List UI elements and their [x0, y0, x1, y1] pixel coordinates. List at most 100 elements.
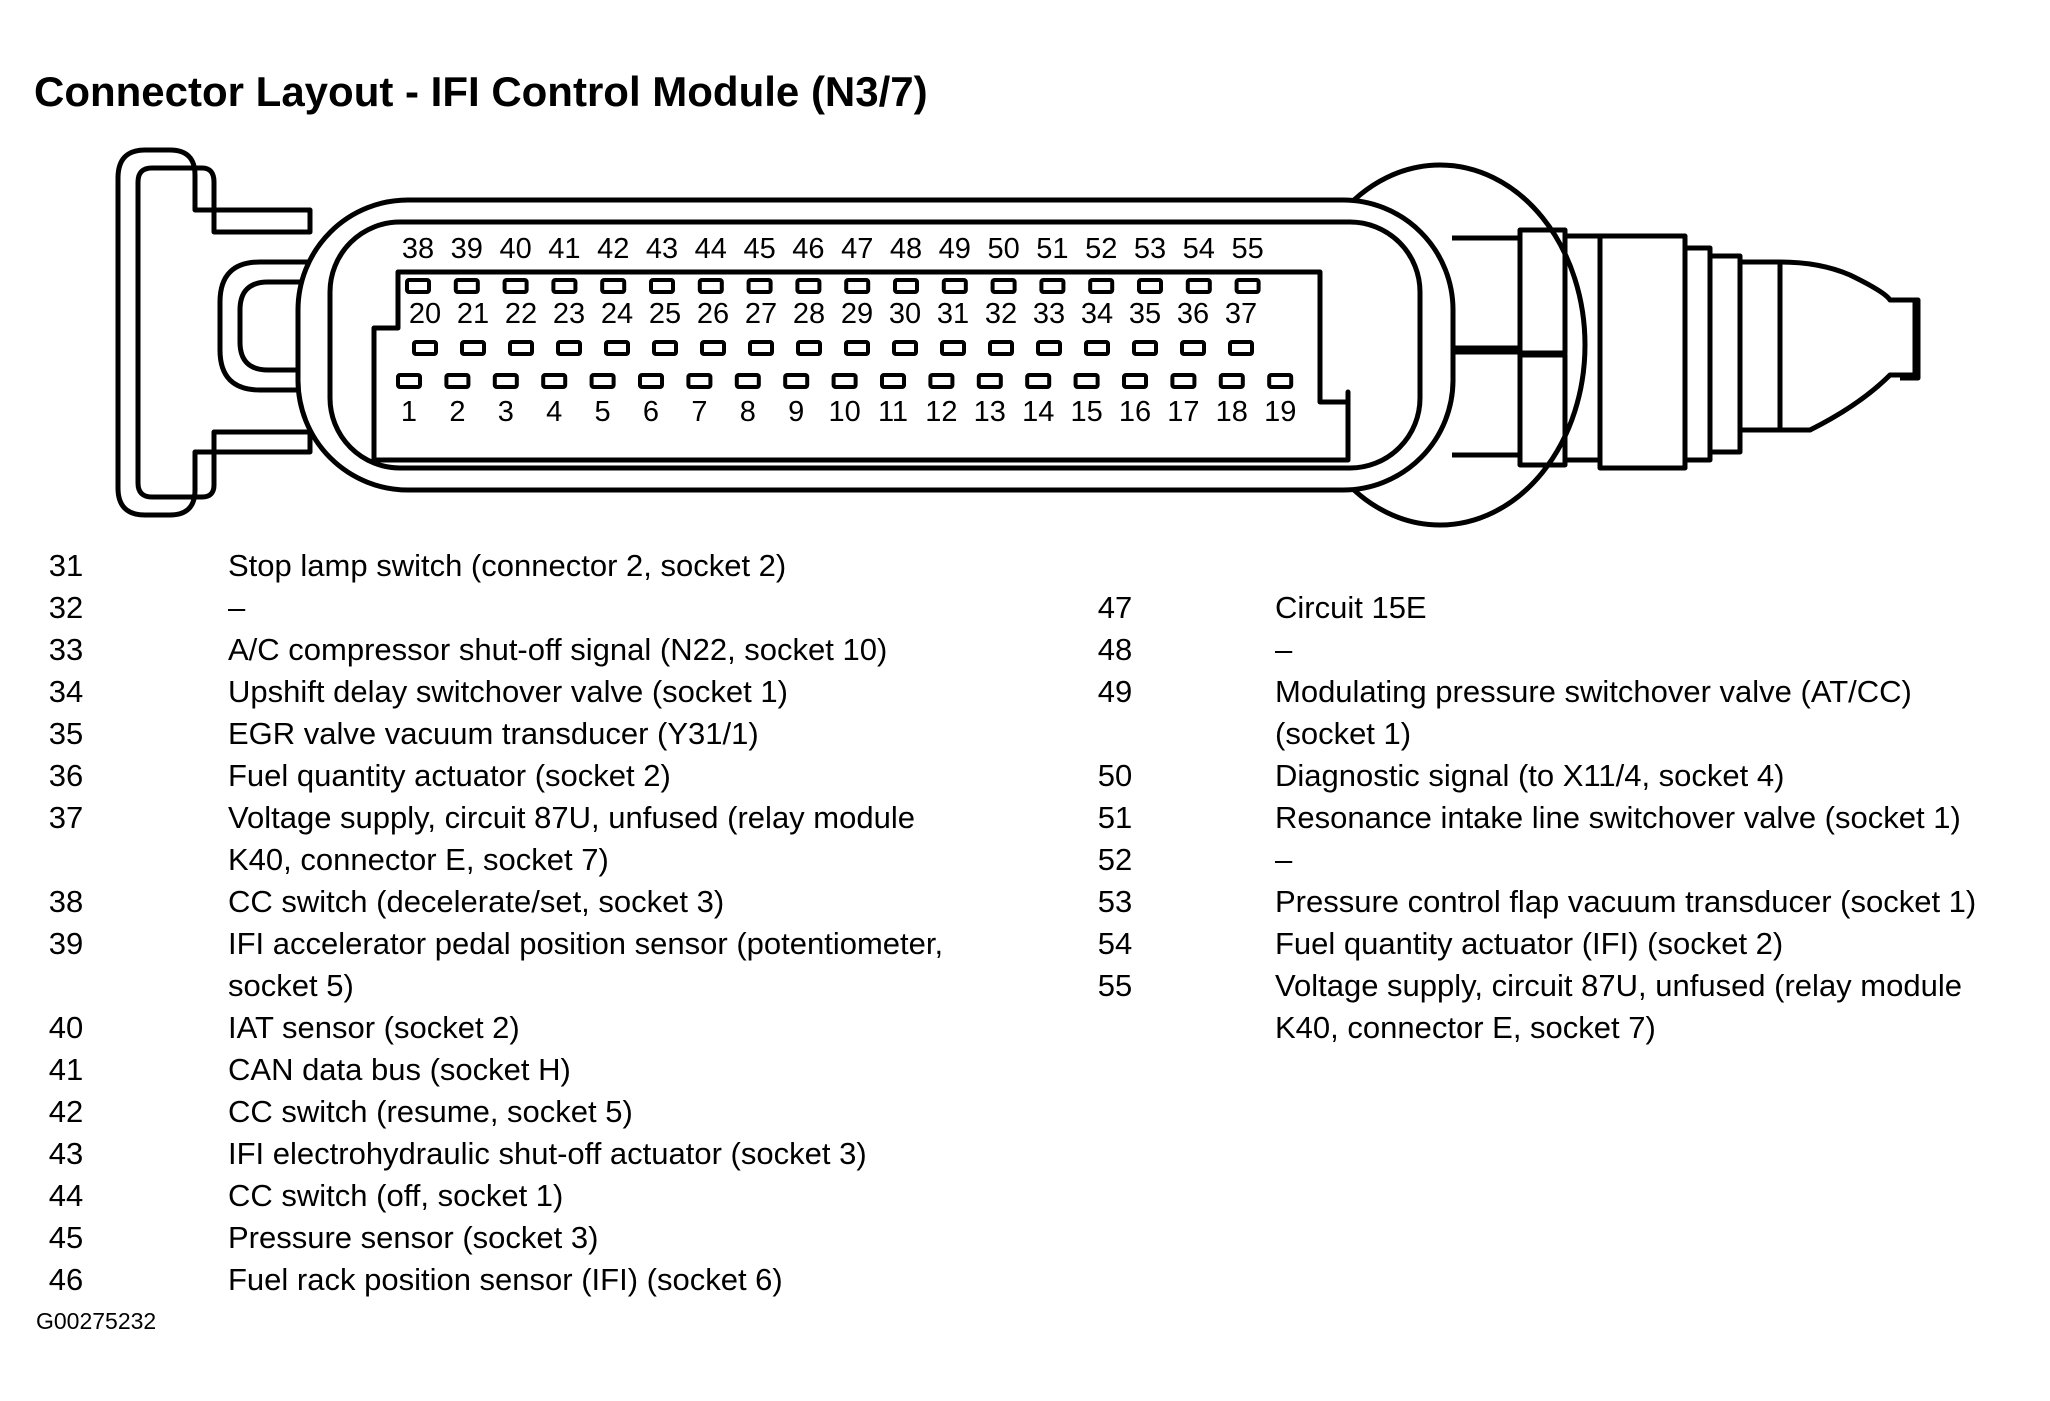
connector-face: [327, 219, 1423, 471]
pin-number-35: 35: [1129, 298, 1161, 330]
pin-number-3: 3: [498, 396, 514, 428]
pin-number-16: 16: [1119, 396, 1151, 428]
legend-row: 37 Voltage supply, circuit 87U, unfused (…: [36, 797, 1036, 881]
pin-slot-43: [649, 278, 675, 294]
pin-number-48: 48: [890, 233, 922, 265]
pin-number-18: 18: [1216, 396, 1248, 428]
legend-pin-number: 33: [48, 632, 84, 667]
pin-slots: [396, 278, 1294, 389]
legend-pin-number: 47: [1097, 590, 1133, 625]
pin-slot-2: [444, 373, 471, 389]
pin-slot-26: [700, 340, 726, 356]
pin-number-55: 55: [1231, 233, 1263, 265]
legend-description: Modulating pressure switchover valve (AT…: [1275, 674, 1912, 751]
page-title: Connector Layout - IFI Control Module (N…: [34, 68, 928, 115]
pin-slot-21: [460, 340, 486, 356]
pin-number-42: 42: [597, 233, 629, 265]
legend-pin-number: 45: [48, 1220, 84, 1255]
pin-slot-25: [652, 340, 678, 356]
pin-slot-9: [783, 373, 810, 389]
pin-number-26: 26: [697, 298, 729, 330]
connector-clip: [115, 147, 313, 518]
legend-pin-number: 49: [1097, 674, 1133, 709]
pin-number-41: 41: [548, 233, 580, 265]
legend-pin-number: 44: [48, 1178, 84, 1213]
pin-slot-5: [589, 373, 616, 389]
connector-latch: [217, 259, 310, 393]
legend-pin-number: 52: [1097, 842, 1133, 877]
pin-number-8: 8: [740, 396, 756, 428]
pin-number-32: 32: [985, 298, 1017, 330]
pin-number-45: 45: [743, 233, 775, 265]
pin-slot-35: [1132, 340, 1158, 356]
legend-pin-number: 34: [48, 674, 84, 709]
legend-description: Fuel quantity actuator (socket 2): [228, 758, 671, 793]
pin-number-21: 21: [457, 298, 489, 330]
pin-number-54: 54: [1183, 233, 1215, 265]
pin-number-43: 43: [646, 233, 678, 265]
legend-description: Fuel rack position sensor (IFI) (socket …: [228, 1262, 783, 1297]
pin-number-28: 28: [793, 298, 825, 330]
pin-slot-20: [412, 340, 438, 356]
pin-number-22: 22: [505, 298, 537, 330]
legend-pin-number: 42: [48, 1094, 84, 1129]
pin-slot-49: [941, 278, 968, 294]
connector-cable: [1597, 233, 1688, 471]
pin-number-20: 20: [409, 298, 441, 330]
legend-pin-number: 37: [48, 800, 84, 835]
pin-slot-46: [795, 278, 822, 294]
pin-slot-45: [746, 278, 773, 294]
pin-number-46: 46: [792, 233, 824, 265]
legend-pin-number: 35: [48, 716, 84, 751]
legend-pin-number: 55: [1097, 968, 1133, 1003]
pin-slot-8: [734, 373, 761, 389]
pin-slot-40: [502, 278, 529, 294]
pin-number-11: 11: [878, 396, 908, 428]
legend-description: IAT sensor (socket 2): [228, 1010, 520, 1045]
pin-slot-51: [1039, 278, 1066, 294]
legend-description: EGR valve vacuum transducer (Y31/1): [228, 716, 759, 751]
legend-description: Resonance intake line switchover valve (…: [1275, 800, 1961, 835]
legend-description: Voltage supply, circuit 87U, unfused (re…: [228, 800, 915, 877]
pin-slot-36: [1180, 340, 1206, 356]
pin-number-52: 52: [1085, 233, 1117, 265]
pin-slot-33: [1036, 340, 1062, 356]
pin-slot-38: [405, 278, 431, 294]
pin-number-49: 49: [939, 233, 971, 265]
legend-pin-number: 38: [48, 884, 84, 919]
legend-description: Fuel quantity actuator (IFI) (socket 2): [1275, 926, 1784, 961]
legend-pin-number: 41: [48, 1052, 84, 1087]
legend-row: 44 CC switch (off, socket 1): [36, 1175, 1036, 1217]
legend-description: Diagnostic signal (to X11/4, socket 4): [1275, 758, 1785, 793]
pin-slot-52: [1088, 278, 1115, 294]
pin-number-6: 6: [643, 396, 659, 428]
pin-number-50: 50: [987, 233, 1019, 265]
pin-number-19: 19: [1264, 396, 1296, 428]
pin-slot-30: [892, 340, 918, 356]
pin-number-27: 27: [745, 298, 777, 330]
legend-pin-number: 39: [48, 926, 84, 961]
pin-slot-55: [1234, 278, 1261, 294]
pin-number-15: 15: [1070, 396, 1102, 428]
pin-slot-4: [541, 373, 568, 389]
pin-cavity: [371, 269, 1351, 463]
pin-number-30: 30: [889, 298, 921, 330]
pin-slot-39: [453, 278, 480, 294]
pin-number-36: 36: [1177, 298, 1209, 330]
pin-slot-37: [1228, 340, 1254, 356]
pin-number-47: 47: [841, 233, 873, 265]
pin-slot-12: [928, 373, 955, 389]
legend-description: CC switch (off, socket 1): [228, 1178, 564, 1213]
legend-description: IFI electrohydraulic shut-off actuator (…: [228, 1136, 867, 1171]
pin-slot-10: [831, 373, 858, 389]
pin-slot-19: [1267, 373, 1294, 389]
